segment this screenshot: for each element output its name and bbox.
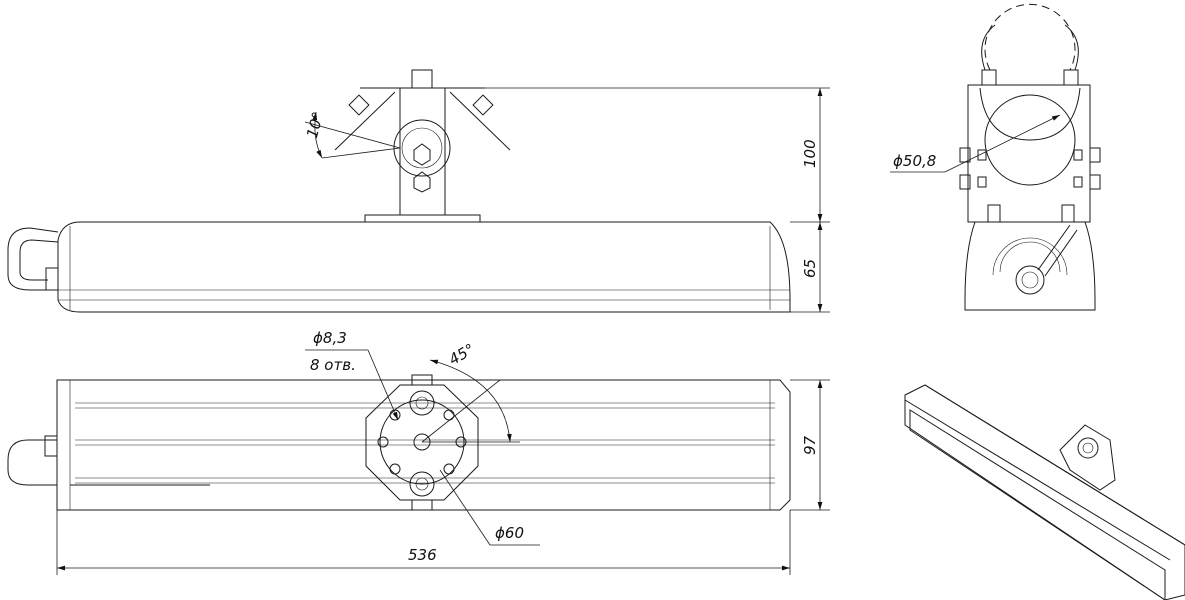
isometric-view	[904, 384, 1185, 600]
cable-icon	[7, 227, 59, 291]
hole-count-label: 8 отв.	[310, 356, 356, 374]
pipe-diameter-label: ϕ50,8	[893, 152, 936, 170]
tilt-dial	[393, 119, 451, 177]
tilt-angle-label: 10°	[303, 110, 327, 140]
body-width-label: 97	[801, 435, 819, 455]
body-length-label: 536	[408, 546, 437, 564]
body-height-label: 65	[801, 259, 819, 278]
mount-diameter-label: ϕ60	[495, 524, 524, 542]
side-view: 10° 100 65	[7, 69, 830, 313]
top-view: ϕ8,3 8 отв. 45° ϕ60 97 536	[7, 329, 830, 575]
rotation-angle-label: 45°	[446, 340, 478, 369]
bracket-height-label: 100	[801, 139, 819, 168]
end-view: ϕ50,8	[890, 3, 1101, 311]
hole-diameter-label: ϕ8,3	[313, 329, 347, 347]
